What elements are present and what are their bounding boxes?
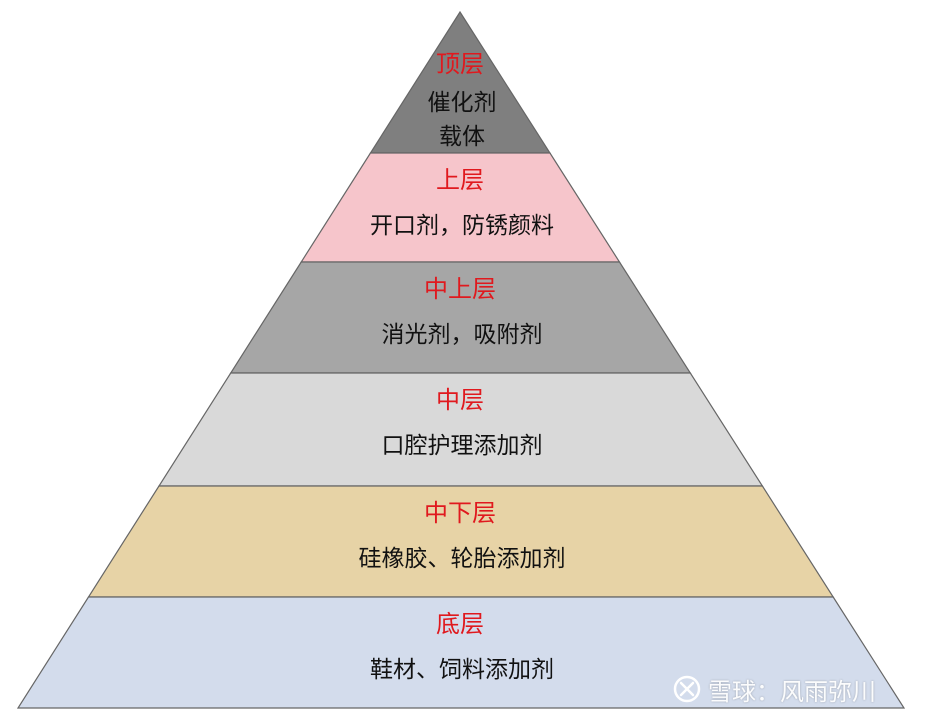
tier-description: 口腔护理添加剂 xyxy=(382,433,543,459)
tier-title: 顶层 xyxy=(436,50,484,78)
tier-band xyxy=(16,596,906,709)
tier-description: 硅橡胶、轮胎添加剂 xyxy=(359,546,566,572)
watermark-text: 雪球：风雨弥川 xyxy=(708,677,876,706)
watermark: 雪球：风雨弥川 xyxy=(672,672,876,706)
tier-title: 底层 xyxy=(436,610,484,638)
tier-title: 上层 xyxy=(436,166,484,194)
tier-title: 中上层 xyxy=(424,275,496,303)
tier-title: 中层 xyxy=(436,386,484,414)
tier-description: 开口剂，防锈颜料 xyxy=(370,213,554,239)
tier-title: 中下层 xyxy=(424,499,496,527)
tier-description: 催化剂 xyxy=(428,90,497,116)
tier-description: 鞋材、饲料添加剂 xyxy=(370,657,554,683)
snowball-logo-icon xyxy=(673,675,701,703)
tier-description: 消光剂，吸附剂 xyxy=(382,322,543,348)
tier-description: 载体 xyxy=(439,124,485,150)
